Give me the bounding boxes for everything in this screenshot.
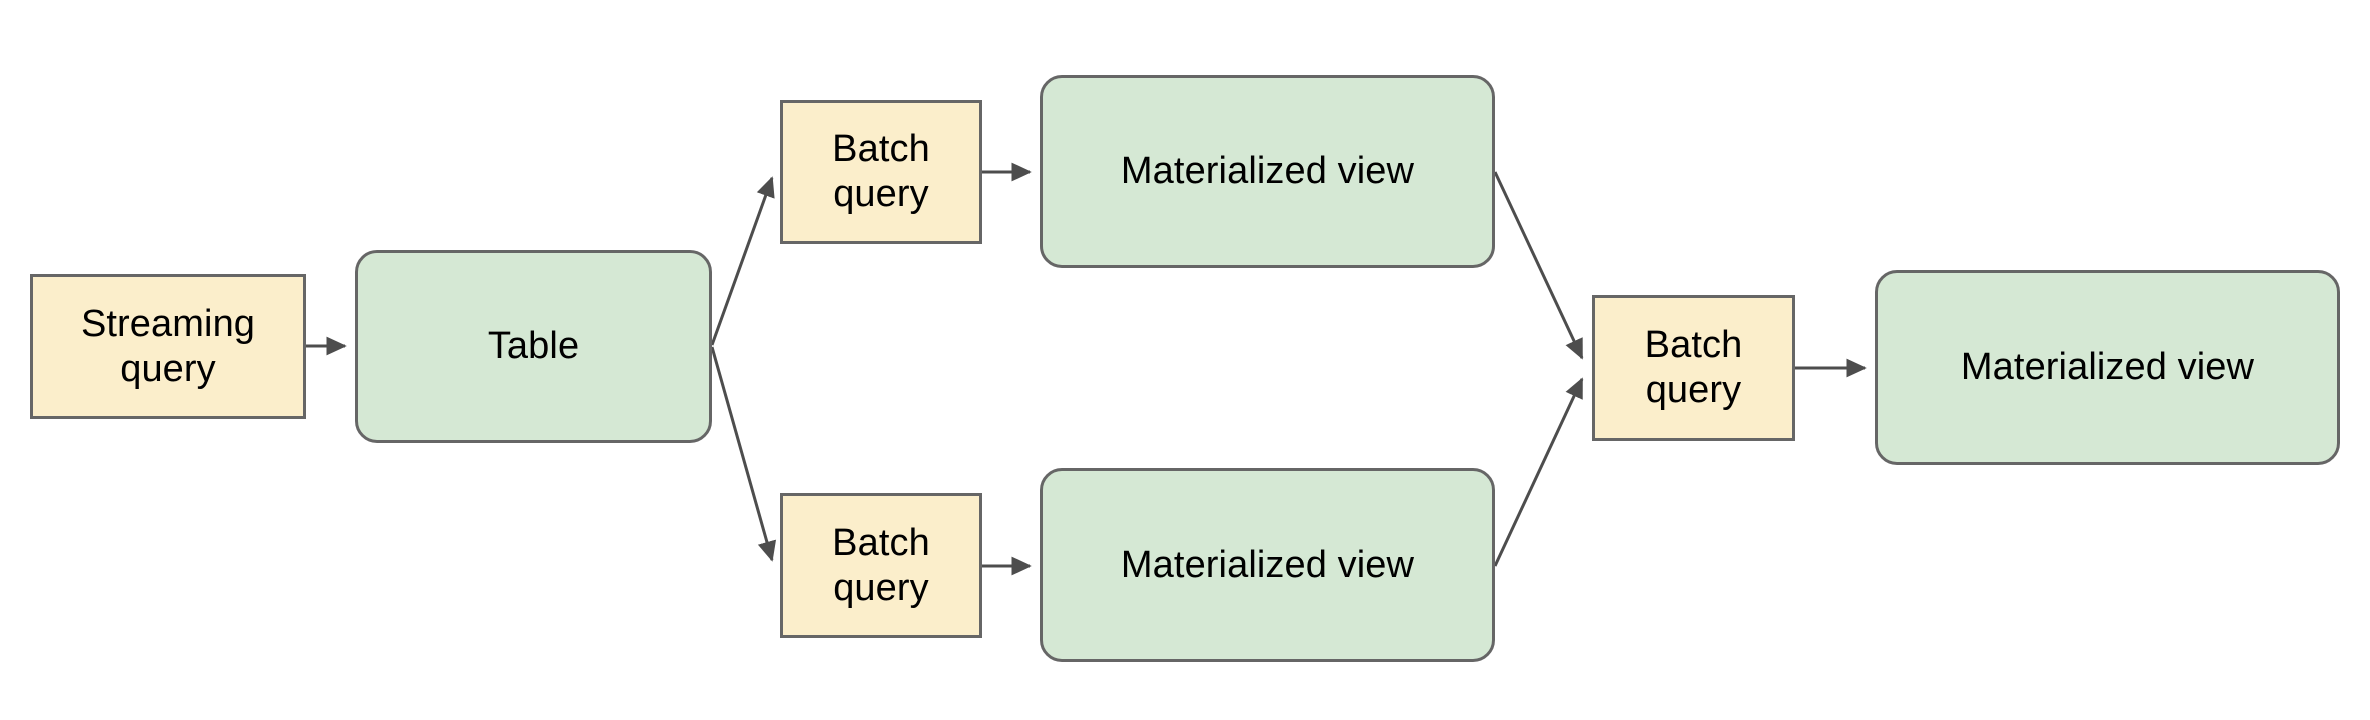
node-materialized-view-bottom[interactable]: Materialized view [1040, 468, 1495, 662]
node-batch-query-bottom-label: Batch query [832, 521, 930, 609]
node-batch-query-join[interactable]: Batch query [1592, 295, 1795, 441]
node-batch-query-top-label: Batch query [832, 128, 930, 215]
node-materialized-view-bottom-label: Materialized view [1120, 543, 1415, 586]
edge-materialized-view-bottom-to-batch-query-join [1493, 377, 1584, 567]
node-batch-query-join-label: Batch query [1644, 324, 1743, 411]
edge-table-to-batch-query-top [710, 176, 775, 346]
node-table-label: Table [487, 325, 580, 368]
node-table[interactable]: Table [355, 250, 712, 443]
node-streaming-query-label: Streaming query [80, 302, 256, 390]
node-materialized-view-final-label: Materialized view [1960, 346, 2255, 389]
node-materialized-view-final[interactable]: Materialized view [1875, 270, 2340, 465]
node-materialized-view-top[interactable]: Materialized view [1040, 75, 1495, 268]
node-batch-query-top[interactable]: Batch query [780, 100, 982, 244]
node-batch-query-bottom[interactable]: Batch query [780, 493, 982, 638]
node-streaming-query[interactable]: Streaming query [30, 274, 306, 419]
edge-table-to-batch-query-bottom [710, 346, 777, 562]
node-materialized-view-top-label: Materialized view [1120, 150, 1415, 193]
edge-materialized-view-top-to-batch-query-join [1493, 171, 1584, 360]
